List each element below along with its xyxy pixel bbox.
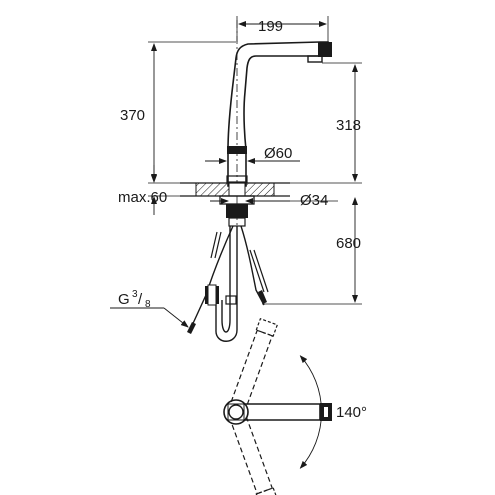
label-spout-height: 318	[336, 117, 361, 134]
label-thread-denominator: 8	[145, 299, 151, 310]
label-deck-thickness: max.60	[118, 189, 167, 206]
dim-hose-length	[262, 197, 362, 305]
dim-spout-height	[290, 62, 362, 184]
label-body-diameter: Ø60	[264, 145, 292, 162]
label-hose-length: 680	[336, 235, 361, 252]
spray-head	[318, 42, 332, 57]
faucet-side-view	[226, 20, 332, 300]
dim-total-height	[148, 41, 236, 184]
supply-hoses	[187, 225, 269, 342]
dim-deck-thickness	[148, 165, 196, 215]
dim-connection-thread	[110, 307, 189, 328]
label-thread-slash: /	[138, 291, 143, 308]
label-hole-diameter: Ø34	[300, 192, 328, 209]
label-total-height: 370	[120, 107, 145, 124]
label-spout-reach: 199	[258, 18, 283, 35]
label-swivel-angle: 140°	[336, 404, 367, 421]
label-thread-numerator: 3	[132, 289, 138, 300]
dim-spout-reach	[236, 16, 329, 42]
countertop-section	[180, 182, 290, 227]
faucet-top-view	[223, 317, 332, 495]
label-thread-g: G	[118, 291, 130, 308]
